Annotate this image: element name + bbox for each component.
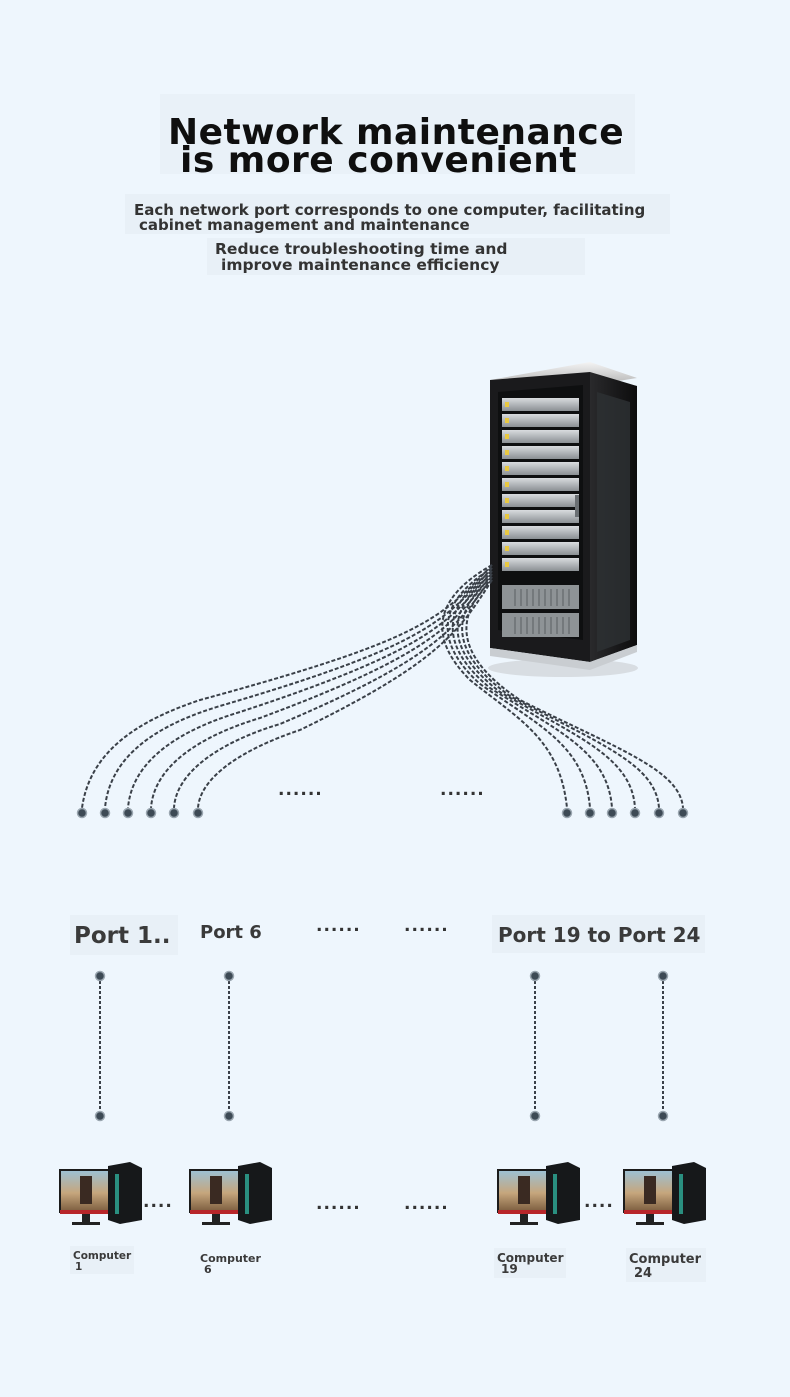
computer-number: 19 (501, 1262, 518, 1276)
cable-connector-icon (192, 807, 204, 819)
cable-connector-icon (76, 807, 88, 819)
computer-label-24: Computer 24 (626, 1248, 706, 1282)
cable-connector-icon (653, 807, 665, 819)
computer-number: 6 (204, 1263, 212, 1276)
computer-label-text: Computer (73, 1250, 132, 1262)
port-label-1: Port 1.. (70, 915, 178, 955)
port-label-range: Port 19 to Port 24 (492, 915, 705, 953)
heading-block: Network maintenance is more convenient (160, 94, 635, 181)
computer-label-6: Computer 6 (196, 1248, 264, 1276)
computer-label-19: Computer 19 (494, 1248, 566, 1278)
cable-connector-icon (629, 807, 641, 819)
cable-connector-icon (145, 807, 157, 819)
computer-number: 1 (75, 1261, 83, 1273)
computer-icon (189, 1162, 272, 1225)
cable-ends (76, 807, 689, 819)
subtitle-2-line-2: improve maintenance efficiency (221, 256, 500, 274)
computer-label-text: Computer (200, 1252, 261, 1265)
port-links (99, 976, 664, 1115)
cable-bundle (81, 564, 684, 809)
computer-icon (497, 1162, 580, 1225)
computer-ellipsis-1: .... (143, 1192, 173, 1212)
heading-line-1: Network maintenance (168, 112, 625, 153)
server-cabinet-icon (488, 362, 638, 677)
cable-connector-icon (122, 807, 134, 819)
port-link-nodes (94, 970, 669, 1122)
port-label-6: Port 6 (200, 922, 262, 943)
subtitle-2-line-1: Reduce troubleshooting time and (215, 240, 508, 258)
heading-line-2: is more convenient (180, 140, 578, 181)
subtitle-1-line-1: Each network port corresponds to one com… (134, 201, 646, 219)
computer-label-text: Computer (629, 1252, 702, 1267)
computer-ellipsis-4: .... (584, 1192, 614, 1212)
computer-label-1: Computer 1 (70, 1246, 134, 1274)
cable-ellipsis-left: ...... (278, 780, 323, 800)
computer-icon (59, 1162, 142, 1225)
cable-connector-icon (584, 807, 596, 819)
computer-label-text: Computer (497, 1251, 564, 1265)
computer-number: 24 (634, 1266, 653, 1281)
cable-connector-icon (677, 807, 689, 819)
subtitle-1-line-2: cabinet management and maintenance (139, 216, 470, 234)
computer-ellipsis-2: ...... (316, 1194, 361, 1214)
computer-icon (623, 1162, 706, 1225)
subtitle-1: Each network port corresponds to one com… (125, 194, 670, 234)
subtitle-2: Reduce troubleshooting time and improve … (207, 238, 585, 275)
cable-connector-icon (561, 807, 573, 819)
computer-ellipsis-3: ...... (404, 1194, 449, 1214)
cable-ellipsis-right: ...... (440, 780, 485, 800)
port-ellipsis-right: ...... (404, 916, 449, 936)
cable-connector-icon (168, 807, 180, 819)
port-ellipsis-left: ...... (316, 916, 361, 936)
cable-connector-icon (99, 807, 111, 819)
cable-connector-icon (606, 807, 618, 819)
